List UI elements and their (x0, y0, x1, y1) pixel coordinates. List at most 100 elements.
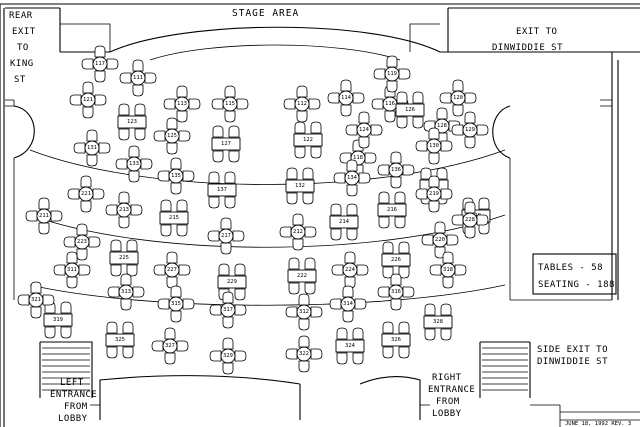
table-123: 123 (117, 103, 147, 141)
table-number: 319 (53, 317, 63, 323)
chair (170, 182, 182, 195)
table-top (126, 156, 142, 172)
table-top (80, 92, 96, 108)
table-top (74, 234, 90, 250)
table-122: 122 (293, 121, 323, 159)
chair (220, 217, 232, 230)
table-number: 326 (391, 337, 401, 343)
table-313: 313 (107, 273, 145, 311)
chair (336, 327, 348, 340)
chair (218, 263, 230, 276)
chair (356, 264, 369, 276)
chair (130, 204, 143, 216)
table-113: 113 (163, 85, 201, 123)
chair (285, 348, 298, 360)
table-221: 221 (67, 175, 105, 213)
table-321: 321 (17, 281, 55, 319)
table-213: 213 (105, 191, 143, 229)
chair (398, 241, 410, 254)
chair (446, 234, 459, 246)
chair (170, 285, 182, 298)
chair (44, 326, 56, 339)
chair (222, 316, 234, 329)
chair (38, 222, 50, 235)
chair (390, 298, 402, 311)
table-top (285, 179, 315, 193)
table-number: 120 (453, 95, 463, 101)
chair (160, 199, 172, 212)
table-128: 128 (423, 107, 461, 145)
chair (451, 124, 464, 136)
rear-exit-line-3: TO (17, 43, 29, 53)
table-top (462, 122, 478, 138)
chair (222, 337, 234, 350)
labels: STAGE AREA REAR EXIT TO KING ST EXIT TO … (9, 8, 608, 424)
table-number: 322 (299, 351, 309, 357)
chair (166, 117, 178, 130)
chair (358, 136, 370, 149)
table-number: 228 (465, 217, 475, 223)
chair (384, 110, 396, 123)
chair (119, 72, 132, 84)
seating-count: SEATING - 188 (538, 280, 615, 290)
table-top (356, 122, 372, 138)
chair (377, 164, 390, 176)
table-top (426, 186, 442, 202)
chair (164, 327, 176, 340)
chair (153, 130, 166, 142)
chair (390, 176, 402, 189)
chair (292, 213, 304, 226)
chair (340, 79, 352, 92)
chair (66, 276, 78, 289)
table-number: 328 (433, 319, 443, 325)
table-number: 124 (359, 127, 370, 133)
chair (412, 91, 424, 104)
table-326: 326 (381, 321, 411, 359)
table-top (388, 284, 404, 300)
chair (371, 98, 384, 110)
chair (378, 216, 390, 229)
chair (330, 203, 342, 216)
chair (415, 140, 428, 152)
chair (128, 170, 140, 183)
tables-count: TABLES - 58 (538, 263, 603, 273)
chair (234, 288, 246, 301)
table-311: 311 (53, 251, 91, 289)
stage (109, 26, 441, 61)
chair (352, 352, 364, 365)
chair (420, 167, 432, 180)
table-number: 130 (429, 143, 439, 149)
table-number: 225 (119, 255, 129, 261)
table-top (335, 339, 365, 353)
chair (94, 45, 106, 58)
table-number: 311 (67, 267, 77, 273)
table-117: 117 (81, 45, 119, 83)
chair (228, 125, 240, 138)
table-top (440, 262, 456, 278)
chair (386, 80, 398, 93)
revision-note: JUNE 18, 1992 REV. 3 (565, 421, 631, 427)
left-entrance-line-2: ENTRANCE (50, 390, 97, 400)
chair (153, 264, 166, 276)
chair (160, 224, 172, 237)
table-number: 220 (435, 237, 445, 243)
chair (67, 188, 80, 200)
chair (298, 335, 310, 348)
chair (382, 241, 394, 254)
table-228: 228 (451, 201, 489, 239)
table-top (426, 138, 442, 154)
chair (234, 304, 247, 316)
left-entrance-line-1: LEFT (60, 378, 84, 388)
table-number: 114 (341, 95, 352, 101)
table-top (293, 133, 323, 147)
chair (279, 226, 292, 238)
table-top (162, 338, 178, 354)
table-top (164, 128, 180, 144)
chair (288, 257, 300, 270)
table-number: 226 (391, 257, 401, 263)
chair (464, 226, 476, 239)
chair (30, 281, 42, 294)
chair (50, 210, 63, 222)
table-134: 134 (333, 159, 371, 197)
table-322: 322 (285, 335, 323, 373)
